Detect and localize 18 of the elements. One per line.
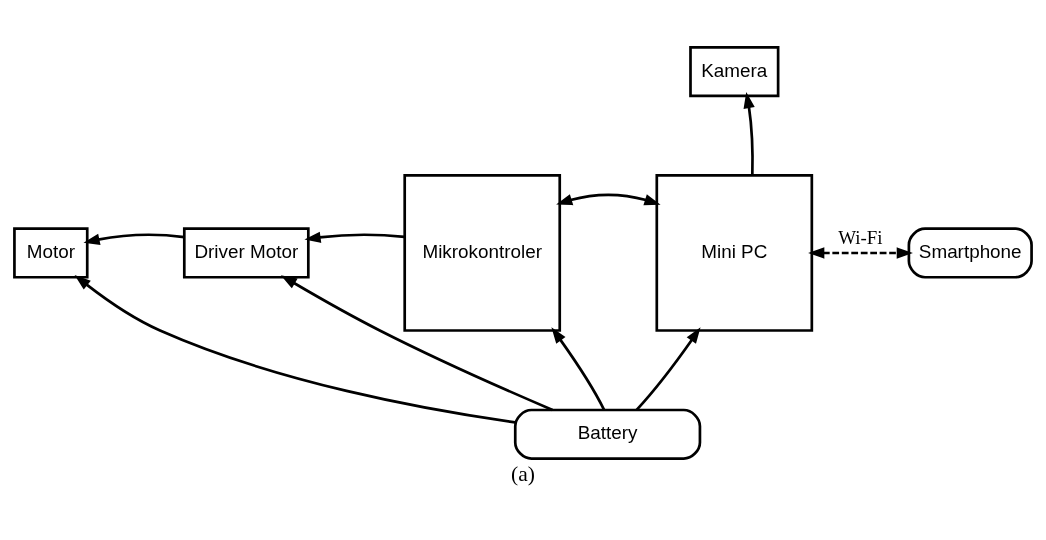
arrow [635,326,701,411]
node-box: Driver Motor [182,226,310,279]
arrow [83,232,185,245]
node-box: Smartphone [907,226,1033,279]
node-box: Battery [513,408,702,460]
arrow [304,231,405,243]
arrow [551,326,606,410]
node-box: Mini PC [655,173,814,332]
edge-label: Wi-Fi [838,226,883,248]
caption: (a) [511,461,535,486]
arrow [74,274,516,424]
arrow [280,274,554,411]
arrow [556,193,661,205]
arrow [743,91,755,175]
node-box: Motor [13,226,89,279]
node-box: Kamera [689,45,780,97]
arrow [808,246,913,259]
node-box: Mikrokontroler [403,173,562,332]
